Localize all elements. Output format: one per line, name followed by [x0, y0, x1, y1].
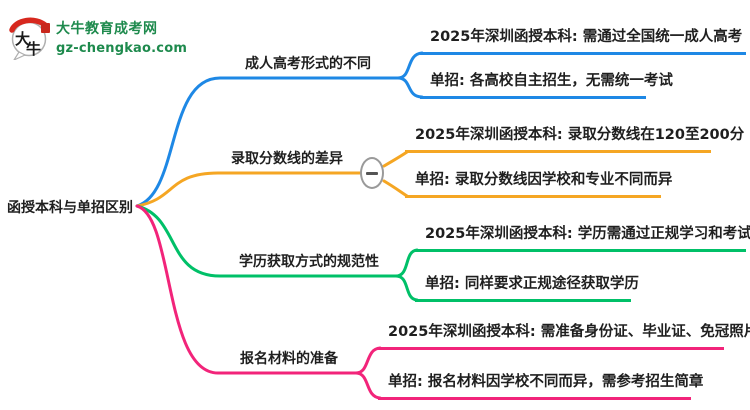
- branch1-line: [135, 76, 400, 208]
- branch-label-degree-method[interactable]: 学历获取方式的规范性: [239, 254, 379, 270]
- leaf-node[interactable]: 2025年深圳函授本科: 需准备身份证、毕业证、免冠照片: [378, 320, 750, 350]
- logo-text: 大牛教育成考网 gz-chengkao.com: [56, 12, 187, 56]
- collapse-branch-button[interactable]: [360, 157, 384, 189]
- logo-char-niu: 牛: [26, 40, 41, 58]
- leaf-node[interactable]: 2025年深圳函授本科: 学历需通过正规学习和考试获取: [415, 222, 750, 252]
- branch2-fork-up: [382, 150, 409, 168]
- branch2-line: [135, 171, 362, 208]
- branch3-fork-up: [394, 248, 419, 278]
- site-name: 大牛教育成考网: [56, 21, 158, 37]
- leaf-node[interactable]: 单招: 录取分数线因学校和专业不同而异: [405, 168, 672, 198]
- logo-bull-icon: 大 牛: [9, 17, 50, 60]
- branch-label-materials[interactable]: 报名材料的准备: [240, 351, 338, 367]
- leaf-node[interactable]: 2025年深圳函授本科: 录取分数线在120至200分: [405, 123, 744, 153]
- leaf-node[interactable]: 单招: 报名材料因学校不同而异，需参考招生简章: [378, 370, 703, 400]
- branch3-fork-down: [394, 274, 419, 302]
- branch4-fork-down: [354, 371, 382, 400]
- branch-label-exam-format[interactable]: 成人高考形式的不同: [245, 56, 371, 72]
- branch-label-score-line[interactable]: 录取分数线的差异: [231, 151, 343, 167]
- leaf-node[interactable]: 单招: 同样要求正规途径获取学历: [415, 272, 639, 302]
- site-domain: gz-chengkao.com: [56, 41, 188, 56]
- site-logo[interactable]: 大 牛 大牛教育成考网 gz-chengkao.com: [7, 12, 187, 60]
- logo-char-da: 大: [15, 30, 30, 48]
- branch1-fork-up: [396, 51, 424, 80]
- leaf-node[interactable]: 单招: 各高校自主招生，无需统一考试: [420, 69, 673, 99]
- root-node[interactable]: 函授本科与单招区别: [7, 200, 133, 216]
- branch3-line: [135, 204, 398, 278]
- branch1-fork-down: [396, 76, 424, 99]
- minus-icon: [366, 171, 378, 175]
- leaf-node[interactable]: 2025年深圳函授本科: 需通过全国统一成人高考: [420, 25, 746, 55]
- branch4-line: [135, 204, 358, 375]
- branch2-fork-down: [382, 179, 409, 198]
- branch4-fork-up: [354, 346, 382, 375]
